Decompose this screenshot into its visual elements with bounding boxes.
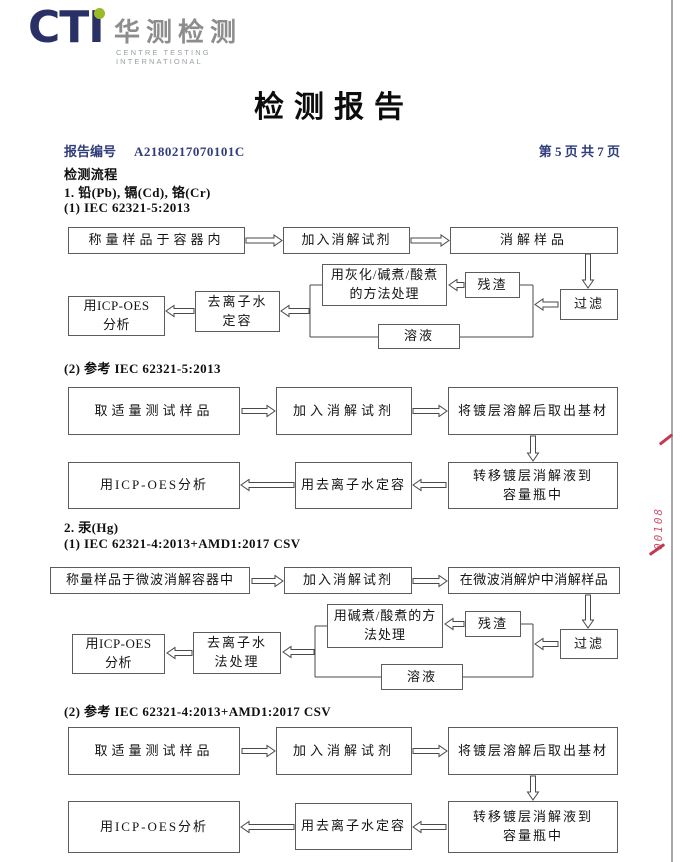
method4-heading: (2) 参考 IEC 62321-4:2013+AMD1:2017 CSV	[64, 704, 332, 719]
fc2-connectors	[240, 404, 540, 492]
flow-step-weigh-sample: 称量样品于容器内	[68, 227, 245, 254]
arrow-left	[280, 304, 310, 318]
fc1-connectors	[165, 234, 595, 338]
arrow-right	[241, 744, 276, 758]
arrow-left	[534, 637, 559, 651]
connector-line	[460, 284, 534, 338]
arrow-right	[410, 234, 450, 247]
page-indicator: 第 5 页 共 7 页	[538, 144, 620, 159]
flow-step-icp-oes-analysis: 用ICP-OES 分析	[72, 634, 165, 674]
stamp-stroke-icon	[658, 433, 674, 446]
flow-step-alkali-acid-treatment: 用碱煮/酸煮的方 法处理	[327, 604, 443, 648]
cti-logo: CTI 华测检测 CENTRE TESTING INTERNATIONAL	[28, 2, 288, 66]
flow-step-di-water-volume: 去离子水 定容	[195, 291, 280, 332]
red-stamp-fragment: 00108	[644, 433, 678, 564]
page-title: 检测报告	[254, 91, 414, 124]
method1-heading: (1) IEC 62321-5:2013	[64, 200, 191, 215]
arrow-right	[251, 574, 284, 588]
flow-step-residue: 残渣	[465, 611, 521, 637]
flow-step-take-sample: 取适量测试样品	[68, 727, 240, 775]
flow-step-digest-sample: 消解样品	[450, 227, 618, 254]
report-meta-row: 报告编号 A2180217070101C 第 5 页 共 7 页	[64, 141, 620, 160]
flow-step-microwave-digest: 在微波消解炉中消解样品	[448, 567, 620, 594]
connector-line	[463, 623, 534, 678]
arrow-left	[412, 478, 447, 492]
arrow-right	[412, 744, 448, 758]
flow-step-solution: 溶液	[378, 324, 460, 349]
arrow-left	[534, 298, 559, 311]
flow-step-add-reagent: 加入消解试剂	[276, 727, 412, 775]
arrow-down	[526, 435, 540, 462]
flow-step-transfer-solution: 转移镀层消解液到 容量瓶中	[448, 462, 618, 509]
arrow-right	[245, 234, 283, 247]
section-heading-flow: 检测流程	[64, 167, 118, 182]
arrow-right	[412, 574, 448, 588]
flow-step-di-water-treatment: 去离子水 法处理	[193, 632, 281, 674]
fc3-connectors	[166, 574, 595, 678]
flow-step-solution: 溶液	[381, 664, 463, 690]
flow-step-weigh-sample-microwave: 称量样品于微波消解容器中	[50, 567, 250, 594]
flow-step-di-water-volume: 用去离子水定容	[295, 803, 412, 850]
flow-step-add-reagent: 加入消解试剂	[276, 387, 412, 435]
flow-step-add-reagent: 加入消解试剂	[284, 567, 412, 594]
arrow-left	[412, 820, 447, 834]
report-number-label: 报告编号	[64, 144, 117, 159]
report-number-value: A2180217070101C	[134, 144, 245, 159]
flow-step-icp-oes-analysis: 用ICP-OES分析	[68, 801, 240, 853]
arrow-left	[165, 304, 195, 318]
flow-step-icp-oes-analysis: 用ICP-OES分析	[68, 462, 240, 509]
flow-step-filter: 过滤	[560, 629, 618, 659]
flow-step-ash-treatment: 用灰化/碱煮/酸煮 的方法处理	[322, 264, 447, 306]
arrow-left	[166, 646, 193, 660]
flow-step-dissolve-coating: 将镀层溶解后取出基材	[448, 387, 618, 435]
method2-heading: (2) 参考 IEC 62321-5:2013	[64, 361, 221, 376]
report-number: 报告编号 A2180217070101C	[64, 141, 245, 160]
logo-chinese-name: 华测检测	[114, 17, 243, 47]
arrow-right	[412, 404, 448, 418]
flow-step-filter: 过滤	[560, 289, 618, 320]
flow-step-transfer-solution: 转移镀层消解液到 容量瓶中	[448, 801, 618, 853]
method3-heading: (1) IEC 62321-4:2013+AMD1:2017 CSV	[64, 536, 301, 551]
arrow-left	[282, 645, 315, 659]
scan-page-edge	[671, 0, 673, 862]
connector-line	[309, 284, 378, 338]
flow-step-take-sample: 取适量测试样品	[68, 387, 240, 435]
arrow-down	[581, 594, 595, 629]
arrow-left	[448, 278, 465, 292]
item1-heading: 1. 铅(Pb), 镉(Cd), 铬(Cr)	[64, 185, 211, 200]
flow-step-add-reagent: 加入消解试剂	[283, 227, 410, 254]
arrow-left	[240, 820, 295, 834]
flow-step-residue: 残渣	[465, 272, 520, 298]
arrow-left	[240, 478, 295, 492]
arrow-down	[526, 775, 540, 801]
flow-step-di-water-volume: 用去离子水定容	[295, 462, 412, 509]
cti-logo-text: CTI	[28, 2, 105, 53]
logo-english-name: CENTRE TESTING INTERNATIONAL	[116, 48, 211, 66]
item2-heading: 2. 汞(Hg)	[64, 520, 119, 535]
flow-step-dissolve-coating: 将镀层溶解后取出基材	[448, 727, 618, 775]
arrow-left	[444, 617, 465, 631]
cti-logo-green-dot-icon	[94, 8, 105, 19]
stamp-text: 00108	[652, 506, 665, 550]
arrow-right	[241, 404, 276, 418]
connector-line	[314, 625, 381, 678]
arrow-down	[581, 253, 595, 289]
fc4-connectors	[240, 744, 540, 834]
flow-step-icp-oes-analysis: 用ICP-OES 分析	[68, 296, 165, 336]
